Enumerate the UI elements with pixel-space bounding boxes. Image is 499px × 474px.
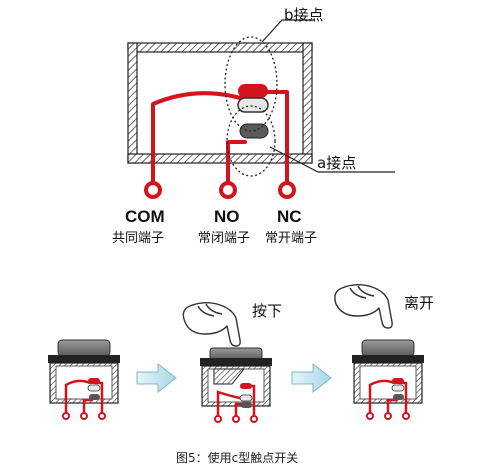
no-cn-label: 常闭端子: [198, 231, 251, 246]
no-label: NO: [214, 207, 240, 226]
contact-callouts: [224, 36, 278, 177]
switch-rest: [48, 339, 120, 420]
figure-caption: 图5：使用c型触点开关: [176, 451, 299, 465]
switch-pressed: [200, 347, 272, 423]
right-arrow-icon: [136, 362, 177, 394]
pointing-hand-icon: [182, 302, 241, 347]
leader-lines: [261, 19, 395, 173]
wiring: [151, 90, 289, 188]
terminal-nc: [278, 181, 296, 199]
terminal-no: [219, 181, 237, 199]
press-label: 按下: [252, 302, 283, 320]
terminals: [144, 181, 296, 199]
b-contact-label: b接点: [284, 6, 324, 24]
right-arrow-icon: [291, 362, 332, 394]
nc-label: NC: [277, 207, 302, 226]
relay-diagram-svg: [127, 19, 395, 199]
pointing-hand-icon: [334, 284, 393, 329]
switch-released: [352, 339, 424, 420]
release-label: 离开: [404, 294, 435, 312]
a-contact-label: a接点: [317, 154, 357, 172]
nc-cn-label: 常开端子: [265, 231, 318, 246]
com-label: COM: [125, 207, 165, 226]
com-cn-label: 共同端子: [112, 231, 165, 246]
housing: [127, 42, 313, 164]
terminal-com: [144, 181, 162, 199]
